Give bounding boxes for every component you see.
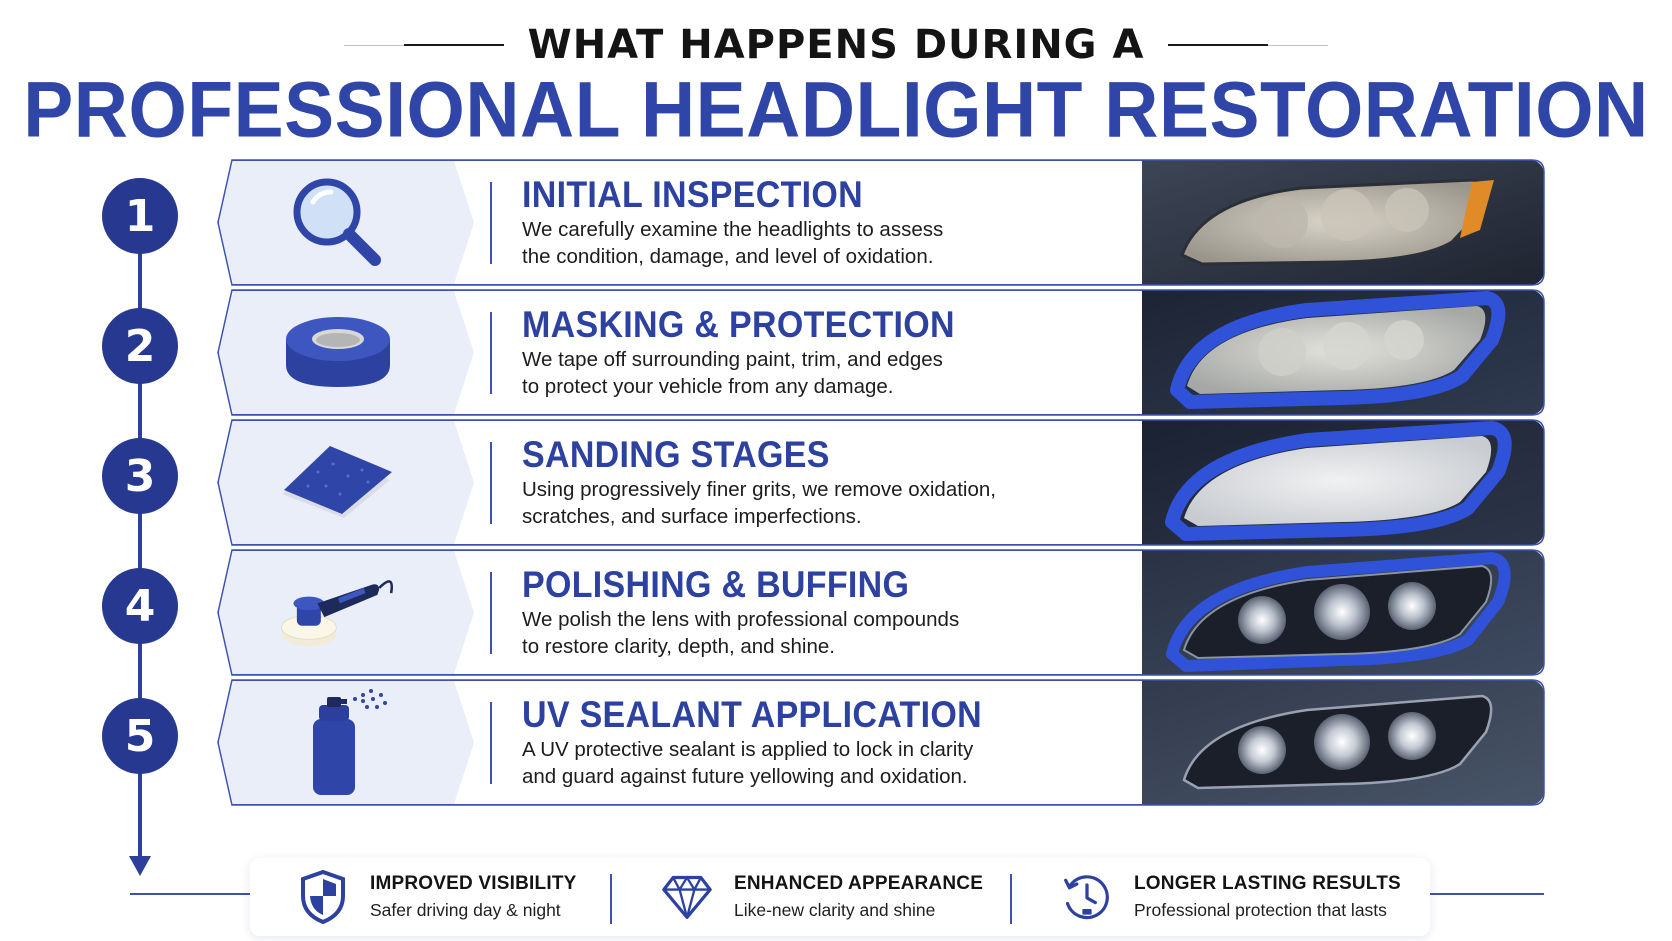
step-description: Using progressively finer grits, we remo… [522, 476, 1042, 530]
card-divider [490, 442, 492, 524]
step-description: A UV protective sealant is applied to lo… [522, 736, 1042, 790]
oxidized-headlight-photo [1142, 160, 1544, 285]
benefits-rule-right [1430, 893, 1544, 895]
taped-headlight-photo [1142, 290, 1544, 415]
step-description-line: We polish the lens with professional com… [522, 608, 960, 631]
spray-can-icon [278, 689, 398, 795]
subtitle-rule-right-thin [1268, 44, 1329, 46]
step-card-inspection: INITIAL INSPECTION We carefully examine … [218, 160, 1544, 285]
benefit-divider [1010, 874, 1012, 924]
step-description-line: We carefully examine the headlights to a… [522, 218, 944, 241]
step-description-line: to restore clarity, depth, and shine. [522, 635, 835, 658]
step-description-line: scratches, and surface imperfections. [522, 505, 862, 528]
step-title: SANDING STAGES [522, 434, 830, 476]
step-card-polishing: POLISHING & BUFFING We polish the lens w… [218, 550, 1544, 675]
diamond-icon [662, 869, 712, 925]
step-description-line: Using progressively finer grits, we remo… [522, 478, 996, 501]
step-card-uv-sealant: UV SEALANT APPLICATION A UV protective s… [218, 680, 1544, 805]
step-number-5: 5 [102, 698, 178, 774]
benefit-subtitle: Professional protection that lasts [1134, 900, 1387, 920]
benefits-bar: IMPROVED VISIBILITY Safer driving day & … [250, 858, 1430, 936]
step-number-3: 3 [102, 438, 178, 514]
timeline-line [138, 210, 142, 858]
header: WHAT HAPPENS DURING A PROFESSIONAL HEADL… [0, 0, 1672, 153]
benefits-rule-left [130, 893, 250, 895]
masking-tape-icon [278, 302, 398, 402]
step-card-sanding: SANDING STAGES Using progressively finer… [218, 420, 1544, 545]
benefit-subtitle: Like-new clarity and shine [734, 900, 936, 920]
header-subtitle: WHAT HAPPENS DURING A [527, 22, 1145, 68]
step-number-2: 2 [102, 308, 178, 384]
sanded-headlight-photo [1142, 420, 1544, 545]
step-description: We polish the lens with professional com… [522, 606, 1042, 660]
step-description-line: to protect your vehicle from any damage. [522, 375, 894, 398]
benefit-divider [610, 874, 612, 924]
step-description-line: and guard against future yellowing and o… [522, 765, 968, 788]
timeline-arrow [129, 856, 151, 876]
step-title: POLISHING & BUFFING [522, 564, 910, 606]
page-title: PROFESSIONAL HEADLIGHT RESTORATION [23, 64, 1649, 154]
clock-icon [1062, 869, 1112, 925]
card-divider [490, 312, 492, 394]
subtitle-rule-left [403, 44, 504, 46]
step-title: UV SEALANT APPLICATION [522, 694, 982, 736]
card-divider [490, 182, 492, 264]
step-description: We carefully examine the headlights to a… [522, 216, 1042, 270]
benefit-title: LONGER LASTING RESULTS [1134, 873, 1401, 894]
subtitle-rule-left-thin [343, 44, 404, 46]
polished-headlight-photo [1142, 550, 1544, 675]
sandpaper-icon [278, 432, 398, 532]
step-description: We tape off surrounding paint, trim, and… [522, 346, 1042, 400]
polisher-icon [278, 562, 398, 662]
subtitle-row: WHAT HAPPENS DURING A [0, 22, 1672, 68]
step-title: INITIAL INSPECTION [522, 174, 864, 216]
benefit-visibility: IMPROVED VISIBILITY Safer driving day & … [298, 858, 577, 936]
step-description-line: We tape off surrounding paint, trim, and… [522, 348, 943, 371]
benefit-title: IMPROVED VISIBILITY [370, 873, 577, 894]
magnifying-glass-icon [278, 172, 398, 272]
benefit-title: ENHANCED APPEARANCE [734, 873, 984, 894]
card-divider [490, 702, 492, 784]
card-divider [490, 572, 492, 654]
benefit-longevity: LONGER LASTING RESULTS Professional prot… [1062, 858, 1401, 936]
shield-icon [298, 869, 348, 925]
step-description-line: A UV protective sealant is applied to lo… [522, 738, 974, 761]
step-description-line: the condition, damage, and level of oxid… [522, 245, 934, 268]
step-card-masking: MASKING & PROTECTION We tape off surroun… [218, 290, 1544, 415]
step-title: MASKING & PROTECTION [522, 304, 955, 346]
subtitle-rule-right [1168, 44, 1269, 46]
step-number-1: 1 [102, 178, 178, 254]
benefit-subtitle: Safer driving day & night [370, 900, 561, 920]
benefit-appearance: ENHANCED APPEARANCE Like-new clarity and… [662, 858, 983, 936]
step-number-4: 4 [102, 568, 178, 644]
sealed-headlight-photo [1142, 680, 1544, 805]
